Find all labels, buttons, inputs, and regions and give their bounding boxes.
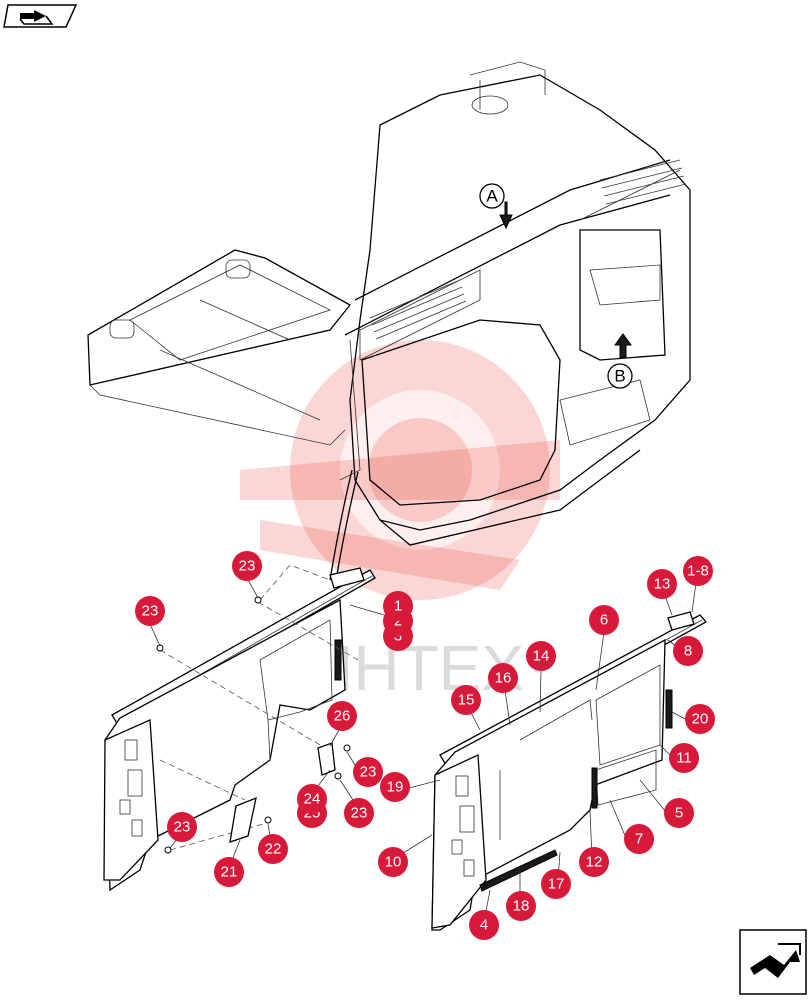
view-letter-b: B	[607, 363, 633, 389]
svg-text:23: 23	[174, 819, 191, 836]
svg-text:4: 4	[480, 917, 488, 934]
right-panel-assembly	[431, 611, 708, 931]
callout-17[interactable]: 17	[541, 869, 571, 899]
svg-text:16: 16	[495, 670, 512, 687]
svg-text:1: 1	[394, 598, 402, 615]
svg-text:24: 24	[304, 791, 321, 808]
svg-text:23: 23	[351, 805, 368, 822]
arrow-curve-icon[interactable]	[739, 929, 807, 995]
callout-5[interactable]: 5	[664, 798, 694, 828]
callout-7[interactable]: 7	[624, 824, 654, 854]
left-panel-assembly	[103, 564, 376, 892]
callout-24[interactable]: 24	[297, 784, 327, 814]
svg-text:13: 13	[654, 576, 671, 593]
callout-11[interactable]: 11	[669, 743, 699, 773]
svg-text:A: A	[486, 187, 498, 206]
callout-1-8[interactable]: 1-8	[683, 556, 713, 586]
svg-text:22: 22	[265, 841, 282, 858]
svg-text:14: 14	[533, 648, 550, 665]
arrow-right-icon[interactable]	[3, 4, 78, 28]
svg-text:17: 17	[548, 876, 565, 893]
callout-20[interactable]: 20	[685, 704, 715, 734]
svg-text:1-8: 1-8	[687, 563, 709, 580]
svg-text:12: 12	[586, 854, 603, 871]
callout-13[interactable]: 13	[647, 569, 677, 599]
callout-23[interactable]: 23	[232, 551, 262, 581]
svg-text:7: 7	[635, 831, 643, 848]
callout-21[interactable]: 21	[214, 857, 244, 887]
callout-15[interactable]: 15	[451, 685, 481, 715]
machine-frame	[87, 61, 691, 581]
svg-text:8: 8	[684, 643, 692, 660]
callout-1[interactable]: 1	[383, 591, 413, 621]
svg-text:18: 18	[513, 898, 530, 915]
callout-12[interactable]: 12	[579, 847, 609, 877]
callout-19[interactable]: 19	[380, 772, 410, 802]
callout-10[interactable]: 10	[378, 847, 408, 877]
callout-23[interactable]: 23	[353, 757, 383, 787]
callout-6[interactable]: 6	[589, 605, 619, 635]
svg-text:26: 26	[334, 708, 351, 725]
callout-14[interactable]: 14	[526, 641, 556, 671]
svg-text:21: 21	[221, 864, 238, 881]
svg-text:6: 6	[600, 612, 608, 629]
svg-text:10: 10	[385, 854, 402, 871]
callout-22[interactable]: 22	[258, 834, 288, 864]
svg-text:19: 19	[387, 779, 404, 796]
svg-text:15: 15	[458, 692, 475, 709]
callout-4[interactable]: 4	[469, 910, 499, 940]
svg-text:20: 20	[692, 711, 709, 728]
callout-8[interactable]: 8	[673, 636, 703, 666]
svg-text:23: 23	[239, 558, 256, 575]
svg-text:23: 23	[360, 764, 377, 781]
callout-23[interactable]: 23	[135, 596, 165, 626]
callout-23[interactable]: 23	[344, 798, 374, 828]
callout-26[interactable]: 26	[327, 701, 357, 731]
svg-text:11: 11	[676, 750, 692, 767]
callout-18[interactable]: 18	[506, 891, 536, 921]
view-letter-a: A	[479, 183, 505, 209]
callout-23[interactable]: 23	[167, 812, 197, 842]
callout-16[interactable]: 16	[488, 663, 518, 693]
svg-text:23: 23	[142, 603, 159, 620]
svg-text:5: 5	[675, 805, 683, 822]
callouts: 23 23 3 2 1 26 25 24 23 23 21 22 23 13 1…	[135, 551, 715, 940]
svg-text:B: B	[614, 367, 625, 386]
